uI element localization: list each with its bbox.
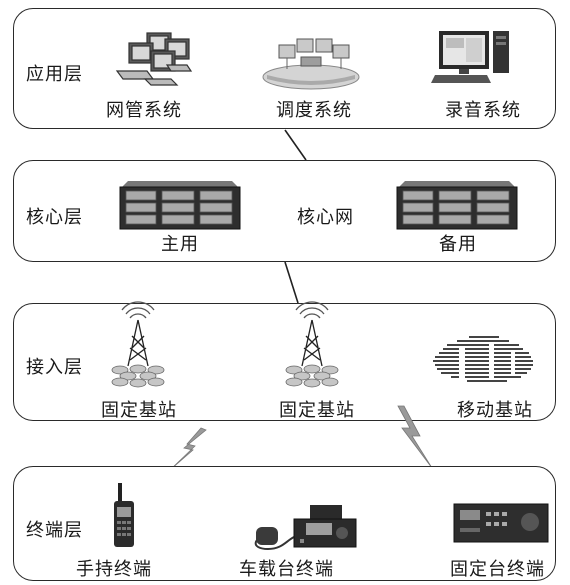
node-label: 固定基站 [279,400,355,421]
handheld-radio-icon [109,483,139,549]
application-layer: 应用层 网管系统 [13,8,556,129]
node-label: 网管系统 [106,100,182,121]
node-label: 录音系统 [445,100,521,121]
node-label: 固定基站 [101,400,177,421]
node-label: 移动基站 [457,400,533,421]
node-label: 手持终端 [76,559,152,580]
node-label: 固定台终端 [450,559,545,580]
layer-label: 接入层 [26,357,83,378]
node-label: 调度系统 [276,100,352,121]
node-label: 主用 [161,234,199,255]
core-layer: 核心层 主用 核心网 备用 [13,160,556,262]
core-network-label: 核心网 [297,207,354,228]
layer-label: 核心层 [26,207,83,228]
access-layer: 接入层 固定基站 [13,301,556,421]
network-management-computers-icon [107,27,193,89]
fixed-radio-icon [453,502,550,544]
vehicle-radio-icon [242,503,362,553]
layer-label: 终端层 [26,520,83,541]
node-label: 备用 [439,234,477,255]
server-rack-icon [395,181,519,230]
dispatch-console-icon [261,31,361,91]
node-label: 车载台终端 [239,559,334,580]
server-rack-icon [118,181,242,230]
mobile-base-station-icon [429,334,539,388]
antenna-tower-icon [284,301,340,388]
layer-label: 应用层 [26,64,83,85]
antenna-tower-icon [110,301,166,388]
wired-connector [284,129,307,161]
terminal-layer: 终端层 手持终端 车载台终端 [13,466,556,581]
recording-pc-icon [431,27,521,87]
wired-connector [284,261,299,304]
